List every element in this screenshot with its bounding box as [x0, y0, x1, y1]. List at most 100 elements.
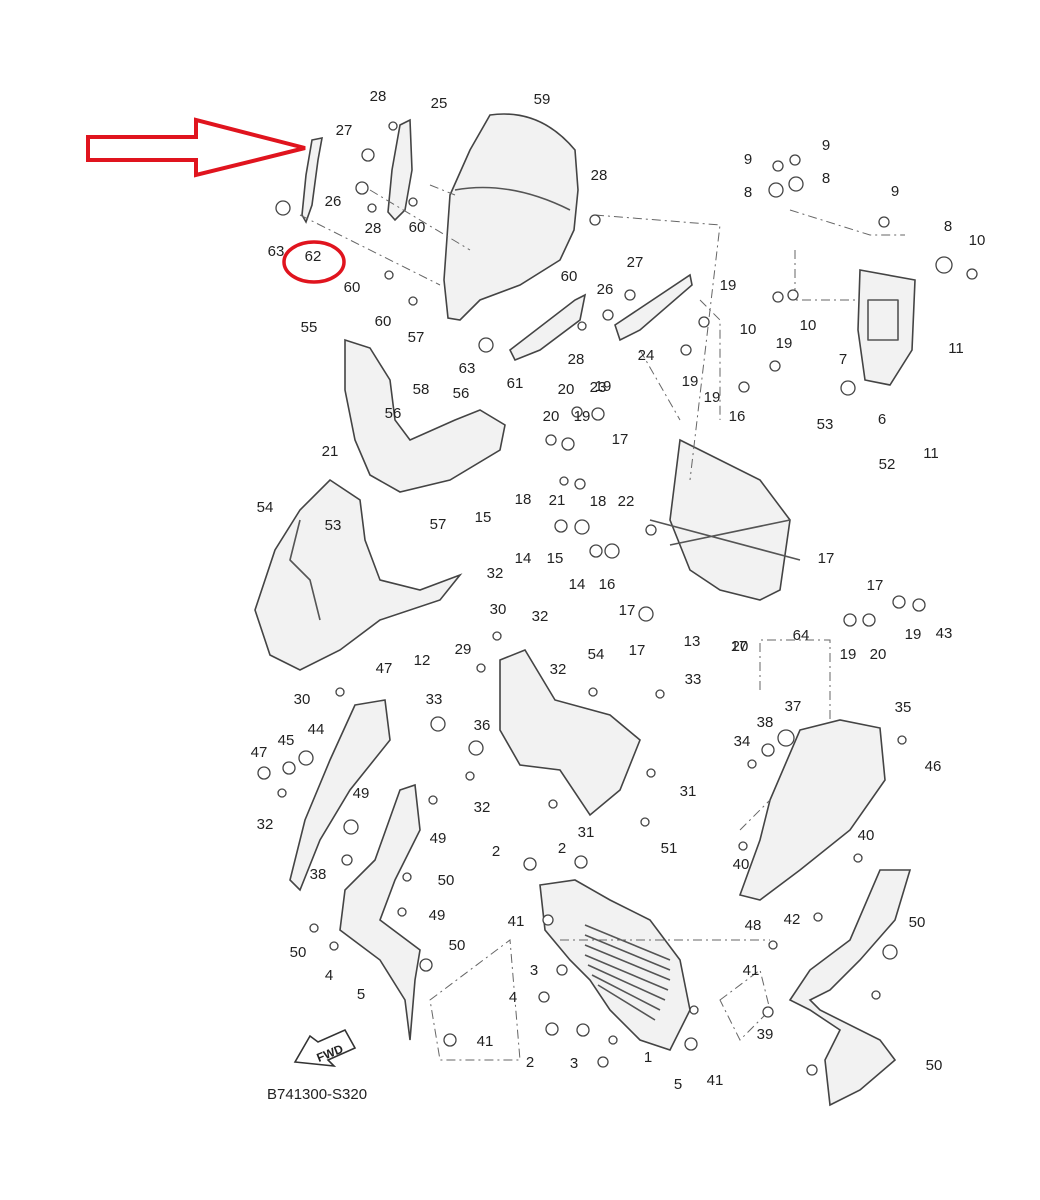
part-number-label: 33: [685, 671, 702, 688]
part-number-label: 10: [740, 321, 757, 338]
part-34-side-panel: [738, 719, 886, 901]
part-number-label: 60: [561, 268, 578, 285]
part-number-label: 19: [776, 335, 793, 352]
part-number-label: 17: [612, 431, 629, 448]
part-number-label: 3: [570, 1055, 578, 1072]
part-number-label: 37: [785, 698, 802, 715]
part-number-label: 48: [745, 917, 762, 934]
part-59-windscreen: [443, 113, 579, 321]
part-number-label: 7: [839, 351, 847, 368]
part-number-label: 18: [590, 493, 607, 510]
part-number-label: 49: [430, 830, 447, 847]
part-number-label: 22: [618, 493, 635, 510]
part-number-label: 20: [543, 408, 560, 425]
part-number-label: 38: [310, 866, 327, 883]
part-number-label: 13: [684, 633, 701, 650]
part-number-label: 57: [408, 329, 425, 346]
part-number-label: 19: [682, 373, 699, 390]
part-number-label: 29: [455, 641, 472, 658]
diagram-code: B741300-S320: [267, 1086, 367, 1103]
part-24-bracket: [614, 273, 693, 342]
part-number-label: 14: [515, 550, 532, 567]
part-number-label: 4: [325, 967, 333, 984]
part-number-label: 17: [619, 602, 636, 619]
part-number-label: 53: [817, 416, 834, 433]
part-number-label: 32: [257, 816, 274, 833]
part-number-label: 41: [477, 1033, 494, 1050]
part-62-trim: [301, 136, 323, 224]
part-number-label: 5: [357, 986, 365, 1003]
part-number-label: 8: [944, 218, 952, 235]
part-number-label: 47: [251, 744, 268, 761]
part-number-label: 16: [599, 576, 616, 593]
part-number-label: 2: [558, 840, 566, 857]
part-number-label: 43: [936, 625, 953, 642]
part-number-label: 56: [385, 405, 402, 422]
part-number-label: 59: [534, 91, 551, 108]
part-number-label: 4: [509, 989, 517, 1006]
part-number-label: 30: [490, 601, 507, 618]
part-number-label: 31: [578, 824, 595, 841]
part-number-label: 17: [629, 642, 646, 659]
part-number-label: 34: [734, 733, 751, 750]
radiator-fins: [584, 924, 671, 1021]
part-number-label: 1: [644, 1049, 652, 1066]
part-number-label: 49: [353, 785, 370, 802]
part-12-stay: [669, 438, 791, 601]
part-number-label: 64: [793, 627, 810, 644]
part-number-label: 42: [784, 911, 801, 928]
part-number-label: 28: [370, 88, 387, 105]
part-number-label: 60: [344, 279, 361, 296]
part-number-label: 8: [744, 184, 752, 201]
part-number-label: 47: [376, 660, 393, 677]
part-number-label: 21: [322, 443, 339, 460]
part-number-label: 60: [375, 313, 392, 330]
fasteners: [257, 121, 978, 1076]
part-6-stay: [857, 269, 916, 386]
part-number-label: 11: [948, 340, 964, 357]
part-number-label: 10: [969, 232, 986, 249]
part-number-label: 23: [590, 379, 607, 396]
part-number-label: 63: [459, 360, 476, 377]
part-number-label: 38: [757, 714, 774, 731]
part-number-label: 50: [449, 937, 466, 954]
part-number-label: 39: [757, 1026, 774, 1043]
part-number-label: 40: [858, 827, 875, 844]
part-number-label: 20: [732, 638, 749, 655]
part-number-label: 41: [508, 913, 525, 930]
part-number-label: 55: [301, 319, 318, 336]
part-number-label: 35: [895, 699, 912, 716]
highlight-circle: [282, 240, 346, 284]
part-25-bracket: [387, 118, 413, 222]
part-number-label: 26: [325, 193, 342, 210]
part-number-label: 28: [365, 220, 382, 237]
part-number-label: 61: [507, 375, 524, 392]
part-number-label: 25: [431, 95, 448, 112]
part-number-label: 50: [438, 872, 455, 889]
part-43-side-cover: [289, 699, 391, 892]
part-number-label: 54: [257, 499, 274, 516]
part-number-label: 9: [744, 151, 752, 168]
part-number-label: 18: [515, 491, 532, 508]
part-number-label: 11: [923, 445, 939, 462]
part-number-label: 19: [595, 378, 612, 395]
part-number-label: 36: [474, 717, 491, 734]
part-number-label: 27: [627, 254, 644, 271]
part-number-label: 41: [743, 962, 760, 979]
part-number-label: 41: [707, 1072, 724, 1089]
part-number-label: 20: [558, 381, 575, 398]
part-number-label: 50: [926, 1057, 943, 1074]
part-number-label: 15: [475, 509, 492, 526]
part-number-label: 8: [822, 170, 830, 187]
part-number-label: 63: [268, 243, 285, 260]
part-number-label: 14: [569, 576, 586, 593]
part-number-label: 32: [550, 661, 567, 678]
part-number-label: 30: [294, 691, 311, 708]
part-number-label: 27: [336, 122, 353, 139]
part-number-label: 50: [290, 944, 307, 961]
part-number-label: 33: [426, 691, 443, 708]
part-number-label: 6: [878, 411, 886, 428]
part-number-label: 19: [574, 408, 591, 425]
